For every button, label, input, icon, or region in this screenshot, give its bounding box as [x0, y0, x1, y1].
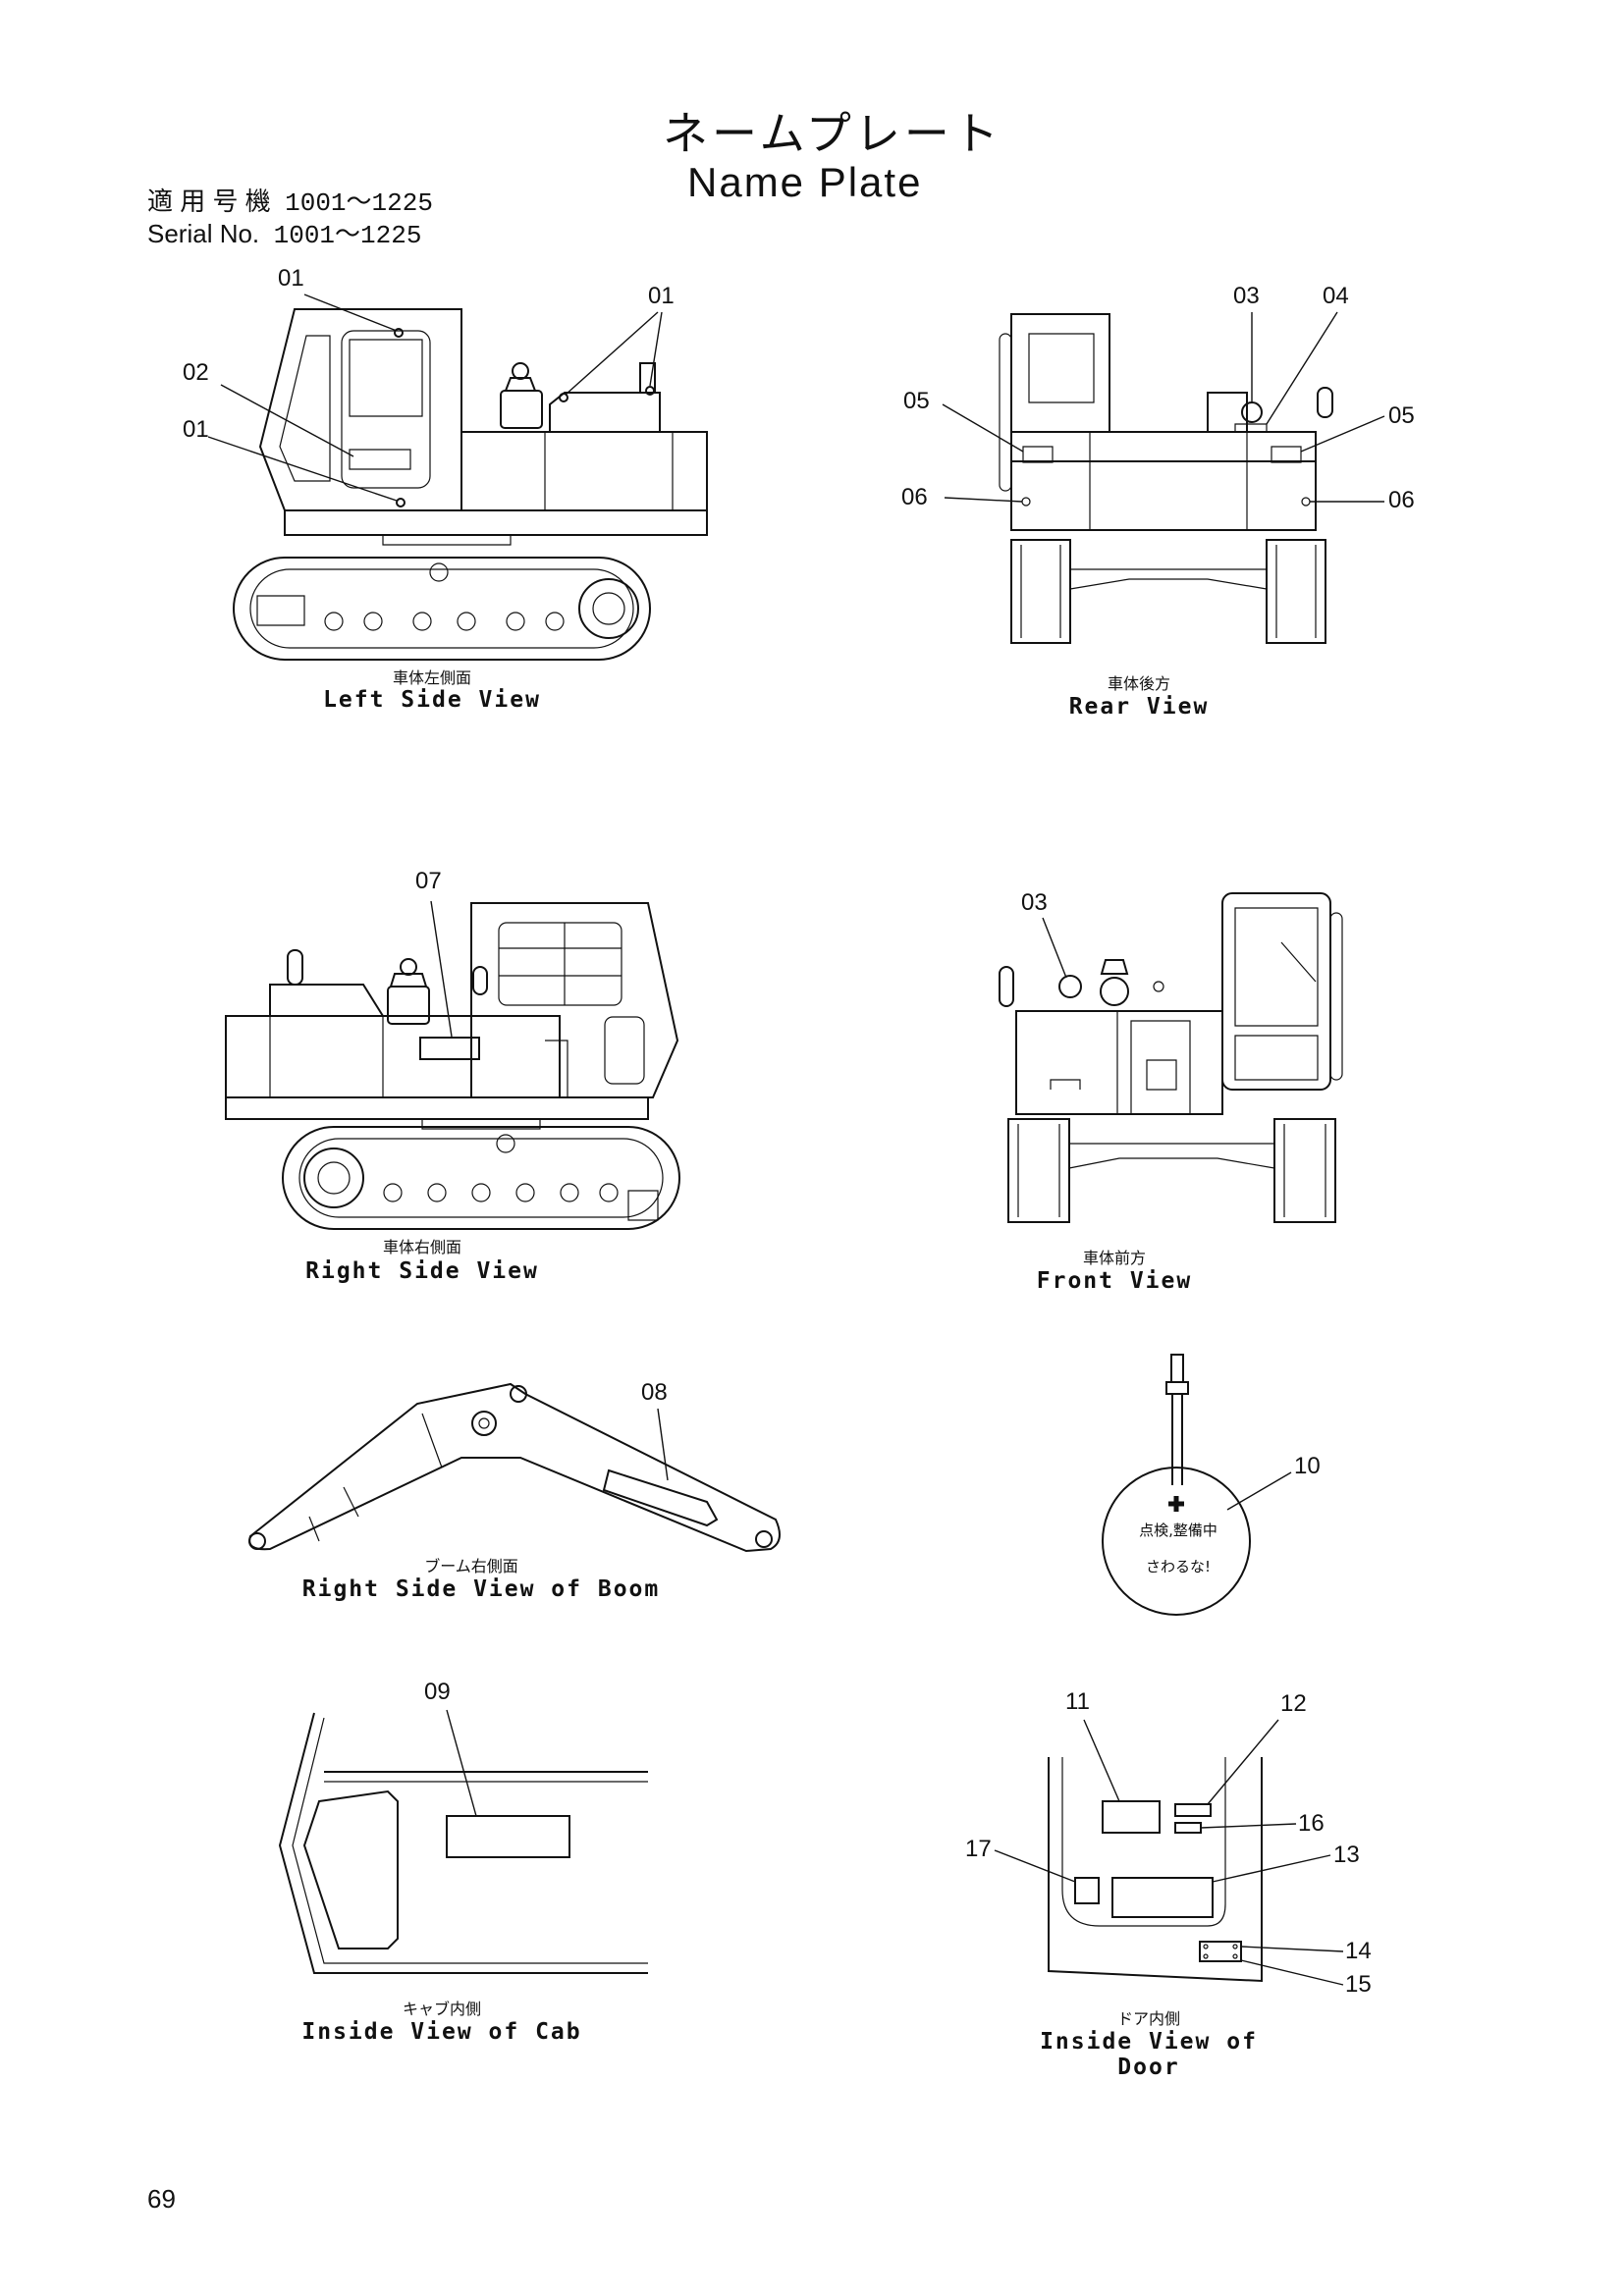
serial-value-en: 1001～1225: [273, 221, 422, 250]
door-interior: [1049, 1757, 1262, 1981]
right-side-excavator: [226, 903, 679, 1229]
front-excavator: [1000, 893, 1342, 1222]
callout-01-right: 01: [648, 283, 675, 309]
serial-label-en: Serial No.: [147, 219, 260, 248]
leader-15: [1241, 1960, 1343, 1985]
serial-value-jp: 1001～1225: [285, 188, 433, 218]
leader-04: [1267, 312, 1337, 424]
callout-06-left: 06: [901, 484, 928, 510]
leader-16: [1201, 1824, 1296, 1828]
callout-16: 16: [1298, 1810, 1325, 1837]
callout-08: 08: [641, 1379, 668, 1406]
leader-11: [1084, 1720, 1119, 1801]
leader-14: [1241, 1947, 1343, 1951]
leader-05-left: [943, 404, 1023, 452]
leader-03-front: [1043, 918, 1066, 978]
caption-left-side-en: Left Side View: [323, 687, 541, 713]
callout-12: 12: [1280, 1690, 1307, 1717]
leader-17: [995, 1850, 1075, 1882]
boom: [249, 1384, 780, 1551]
title-japanese: ネームプレート: [663, 107, 1002, 160]
callout-13: 13: [1333, 1842, 1360, 1868]
tag-text-line2: さわるな!: [1145, 1558, 1211, 1575]
cab-interior: [280, 1713, 648, 1973]
caption-left-side-jp: 車体左側面: [392, 668, 471, 687]
callout-01-top: 01: [278, 265, 304, 292]
callout-04: 04: [1323, 283, 1349, 309]
tag-text-line1: 点検,整備中: [1139, 1522, 1217, 1539]
callout-03-front: 03: [1021, 889, 1048, 916]
callout-01-lower: 01: [183, 416, 209, 443]
caption-boom-jp: ブーム右側面: [424, 1557, 518, 1575]
leader-09: [447, 1710, 476, 1816]
leader-13: [1213, 1855, 1330, 1882]
page-number: 69: [147, 2184, 176, 2214]
leader-05-right: [1301, 416, 1384, 452]
serial-label-jp: 適 用 号 機: [147, 187, 271, 216]
leader-01-top: [304, 294, 397, 331]
leader-06-left: [945, 498, 1022, 502]
leader-10: [1227, 1472, 1291, 1510]
callout-10: 10: [1294, 1453, 1321, 1479]
callout-07: 07: [415, 868, 442, 894]
leader-01-lower: [208, 437, 397, 501]
title-english: Name Plate: [687, 159, 923, 205]
caption-cab-en: Inside View of Cab: [301, 2019, 582, 2045]
callout-17: 17: [965, 1836, 992, 1862]
callout-02: 02: [183, 359, 209, 386]
leader-12: [1208, 1720, 1278, 1804]
callout-15: 15: [1345, 1971, 1372, 1998]
warning-tag: [1103, 1355, 1250, 1615]
caption-rear-jp: 車体後方: [1107, 674, 1170, 693]
leader-01-right-a: [566, 312, 658, 395]
caption-boom-en: Right Side View of Boom: [301, 1576, 661, 1602]
leader-07: [431, 901, 452, 1037]
serial-block: 適 用 号 機 1001～1225 Serial No. 1001～1225: [147, 187, 433, 251]
callout-03-rear: 03: [1233, 283, 1260, 309]
caption-front-en: Front View: [1036, 1268, 1193, 1294]
caption-front-jp: 車体前方: [1082, 1249, 1146, 1267]
leader-08: [658, 1409, 668, 1480]
callout-05-right: 05: [1388, 402, 1415, 429]
callout-14: 14: [1345, 1938, 1372, 1964]
leader-02: [221, 385, 353, 456]
caption-rear-en: Rear View: [1068, 694, 1210, 720]
left-side-excavator: [234, 309, 707, 660]
caption-cab-jp: キャブ内側: [402, 2000, 481, 2018]
rear-excavator: [1000, 314, 1332, 643]
callout-06-right: 06: [1388, 487, 1415, 513]
callout-11: 11: [1065, 1688, 1090, 1715]
callout-05-left: 05: [903, 388, 930, 414]
caption-right-side-en: Right Side View: [305, 1258, 539, 1284]
callout-09: 09: [424, 1679, 451, 1705]
caption-door-jp: ドア内側: [1116, 2009, 1180, 2028]
caption-door-en: Inside View of Door: [1040, 2029, 1258, 2080]
caption-right-side-jp: 車体右側面: [382, 1238, 461, 1256]
leader-01-right-b: [650, 312, 662, 386]
